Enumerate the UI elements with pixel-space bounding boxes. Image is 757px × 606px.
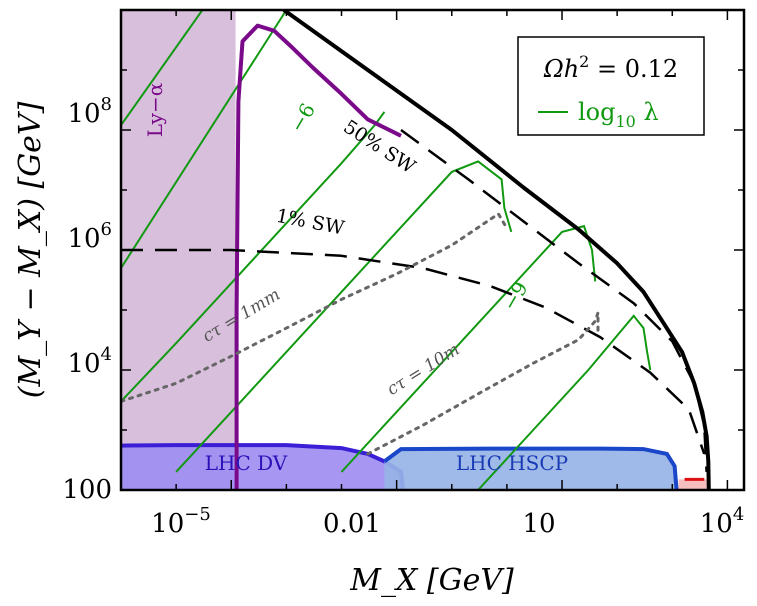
region-lhc_hscp bbox=[384, 448, 677, 490]
legend: Ωh2 = 0.12 log10 λ bbox=[517, 36, 705, 136]
series-lya_edge bbox=[234, 23, 402, 490]
series-ct10m bbox=[366, 311, 600, 456]
contour-line-3 bbox=[175, 160, 513, 473]
region-label-lya: Ly−α bbox=[143, 83, 167, 138]
legend-box bbox=[517, 36, 705, 136]
y-tick-label-100: 100 bbox=[62, 475, 112, 505]
x-axis-title: M_X [GeV] bbox=[349, 563, 514, 598]
axis-ticks bbox=[120, 9, 744, 491]
series-relic bbox=[282, 10, 711, 490]
series-sw1 bbox=[121, 248, 706, 455]
legend-relic-density: Ωh2 = 0.12 bbox=[543, 52, 678, 83]
contour-line-0 bbox=[121, 10, 204, 126]
region-label-lhc-hscp: LHC HSCP bbox=[456, 451, 568, 475]
contour-line-1 bbox=[121, 10, 288, 269]
x-tick-label-0.01: 0.01 bbox=[323, 509, 381, 539]
series-lines bbox=[121, 10, 711, 490]
y-tick-label-1e4: 104 bbox=[67, 344, 112, 379]
region-label-lhc-dv: LHC DV bbox=[205, 451, 288, 475]
region-edge-lhc_hscp bbox=[383, 446, 679, 490]
x-tick-label-10: 10 bbox=[522, 509, 555, 539]
x-tick-label-1e4: 104 bbox=[700, 504, 745, 539]
contour-line-2 bbox=[121, 111, 386, 403]
y-axis-title: (M_Y − M_X) [GeV] bbox=[13, 101, 48, 398]
x-tick-label-1e-5: 10−5 bbox=[151, 504, 211, 539]
coupling-contours bbox=[121, 10, 652, 490]
series-ct1mm bbox=[121, 212, 509, 403]
contour-line-4 bbox=[340, 224, 597, 473]
legend-log-lambda: log10 λ bbox=[578, 98, 659, 131]
y-tick-label-1e8: 108 bbox=[67, 94, 112, 129]
series-sw50 bbox=[400, 128, 708, 472]
y-tick-label-1e6: 106 bbox=[67, 219, 112, 254]
region-small_box bbox=[678, 479, 709, 490]
contour-line-5 bbox=[477, 314, 652, 490]
